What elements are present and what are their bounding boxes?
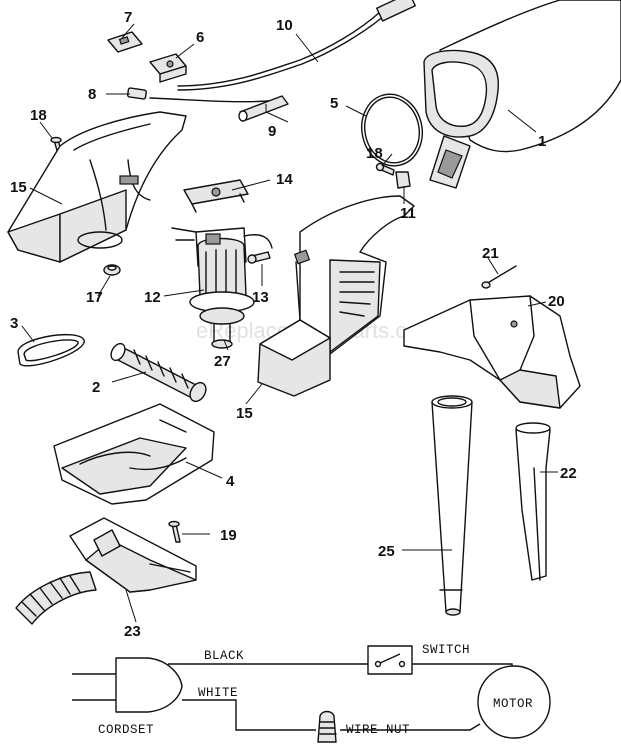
callout-numbers: 7 6 10 8 5 9 1 18 18 11 15 14 12 13 17 3…: [10, 9, 577, 640]
callout-19: 19: [220, 527, 237, 544]
label-white: WHITE: [198, 686, 238, 700]
callout-3: 3: [10, 315, 18, 332]
part-22-crevice-tool: [515, 422, 551, 581]
part-3-belt: [17, 333, 85, 367]
part-8-wire-nut: [126, 87, 147, 100]
callout-21: 21: [482, 245, 499, 262]
part-21-screw: [481, 265, 517, 289]
part-10-cord: [149, 0, 416, 103]
part-6-switch: [149, 53, 187, 83]
callout-25: 25: [378, 543, 395, 560]
wire-nut-symbol: [317, 710, 337, 743]
part-25-extension-tube: [431, 395, 473, 616]
label-switch: SWITCH: [422, 643, 470, 657]
callout-14: 14: [276, 171, 293, 188]
callout-27: 27: [214, 353, 231, 370]
callout-15-right: 15: [236, 405, 253, 422]
wiring-labels: BLACK SWITCH WHITE MOTOR CORDSET WIRE NU…: [98, 643, 533, 737]
callout-15-left: 15: [10, 179, 27, 196]
part-27-fan: [211, 323, 233, 349]
part-11-clip: [395, 171, 411, 189]
callout-4: 4: [226, 473, 235, 490]
part-18-screw-right: [375, 162, 395, 176]
callout-23: 23: [124, 623, 141, 640]
callout-17: 17: [86, 289, 103, 306]
label-cordset: CORDSET: [98, 723, 154, 737]
part-23-floor-nozzle: [15, 517, 197, 625]
label-motor: MOTOR: [493, 697, 533, 711]
part-14-bracket: [183, 179, 249, 213]
callout-11: 11: [400, 205, 416, 222]
part-5-ring: [361, 93, 423, 167]
wiring-diagram: [72, 645, 551, 743]
part-4-base-plate: [53, 403, 215, 505]
callout-18-right: 18: [366, 145, 383, 162]
callout-8: 8: [88, 86, 96, 103]
callout-18-left: 18: [30, 107, 47, 124]
callout-6: 6: [196, 29, 204, 46]
callout-12: 12: [144, 289, 161, 306]
part-17-nut: [103, 264, 121, 276]
part-13-screw: [247, 251, 271, 264]
switch-box: [367, 645, 413, 675]
label-black: BLACK: [204, 649, 244, 663]
label-wire-nut: WIRE NUT: [346, 723, 410, 737]
part-20-wall-bracket: [403, 295, 581, 409]
part-1-handle-housing: [423, 0, 621, 189]
callout-13: 13: [252, 289, 269, 306]
part-9-connector: [238, 95, 289, 122]
part-15-housing-left: [7, 111, 187, 263]
motor-symbol: [477, 665, 551, 739]
callout-22: 22: [560, 465, 577, 482]
part-2-brush-roll: [110, 342, 207, 403]
callout-9: 9: [268, 123, 276, 140]
callout-5: 5: [330, 95, 338, 112]
callout-1: 1: [538, 133, 546, 150]
callout-2: 2: [92, 379, 100, 396]
callout-10: 10: [276, 17, 293, 34]
leader-lines: [21, 23, 558, 623]
callout-7: 7: [124, 9, 132, 26]
part-15-housing-right: [257, 195, 415, 397]
part-7-switch-plate: [107, 31, 143, 53]
part-12-motor: [171, 227, 273, 325]
cordset-plug: [115, 657, 183, 713]
callout-20: 20: [548, 293, 565, 310]
part-19-screw: [168, 520, 181, 543]
